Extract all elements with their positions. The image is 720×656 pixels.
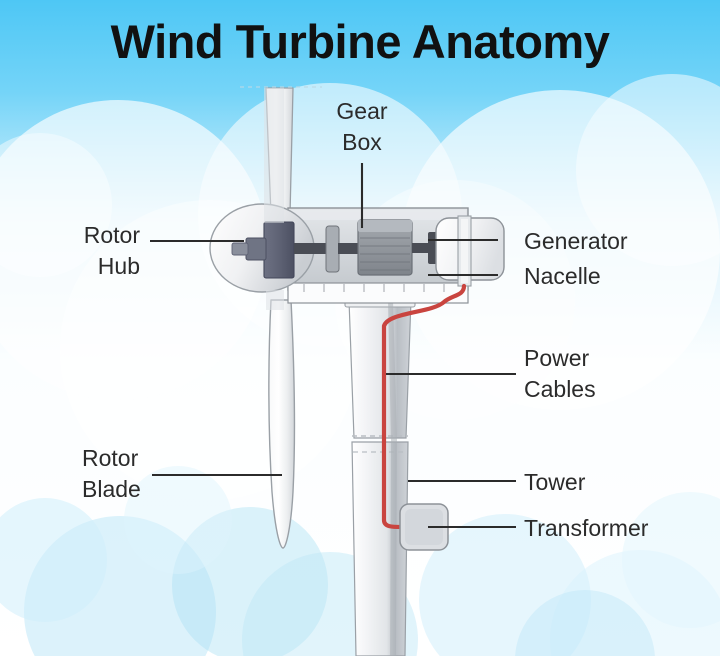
label-transformer: Transformer bbox=[524, 515, 649, 541]
drive-train bbox=[294, 225, 360, 273]
callout-tower[interactable]: Tower bbox=[408, 469, 586, 495]
label-generator: Generator bbox=[524, 228, 628, 254]
rotor-blade-lower bbox=[268, 299, 296, 549]
callout-transformer[interactable]: Transformer bbox=[428, 515, 649, 541]
label-power-cables-line1: Power bbox=[524, 345, 590, 371]
callout-nacelle[interactable]: Nacelle bbox=[428, 263, 601, 289]
label-power-cables-line2: Cables bbox=[524, 376, 596, 402]
label-rotor-hub-line1: Rotor bbox=[84, 222, 141, 248]
callout-power-cables[interactable]: Power Cables bbox=[386, 345, 596, 402]
rotor-hub-assembly bbox=[209, 88, 315, 310]
label-rotor-hub-line2: Hub bbox=[98, 253, 140, 279]
background-bubbles-lower bbox=[0, 466, 720, 656]
turbine-tower bbox=[344, 294, 416, 656]
label-tower: Tower bbox=[524, 469, 586, 495]
label-rotor-blade-line1: Rotor bbox=[82, 445, 139, 471]
callout-rotor-hub[interactable]: Rotor Hub bbox=[84, 222, 244, 279]
callout-gear-box[interactable]: Gear Box bbox=[336, 98, 388, 228]
callout-rotor-blade[interactable]: Rotor Blade bbox=[82, 445, 282, 502]
callout-labels: Rotor Hub Gear Box Generator Nacelle bbox=[82, 98, 649, 541]
callout-generator[interactable]: Generator bbox=[428, 228, 628, 254]
label-gear-box-line1: Gear bbox=[336, 98, 387, 124]
label-nacelle: Nacelle bbox=[524, 263, 601, 289]
transformer-unit bbox=[399, 503, 449, 551]
label-rotor-blade-line2: Blade bbox=[82, 476, 141, 502]
generator-unit bbox=[435, 215, 505, 287]
gear-box-unit bbox=[357, 219, 437, 276]
page-title: Wind Turbine Anatomy bbox=[111, 15, 610, 68]
label-gear-box-line2: Box bbox=[342, 129, 382, 155]
power-cables-line bbox=[381, 283, 467, 530]
